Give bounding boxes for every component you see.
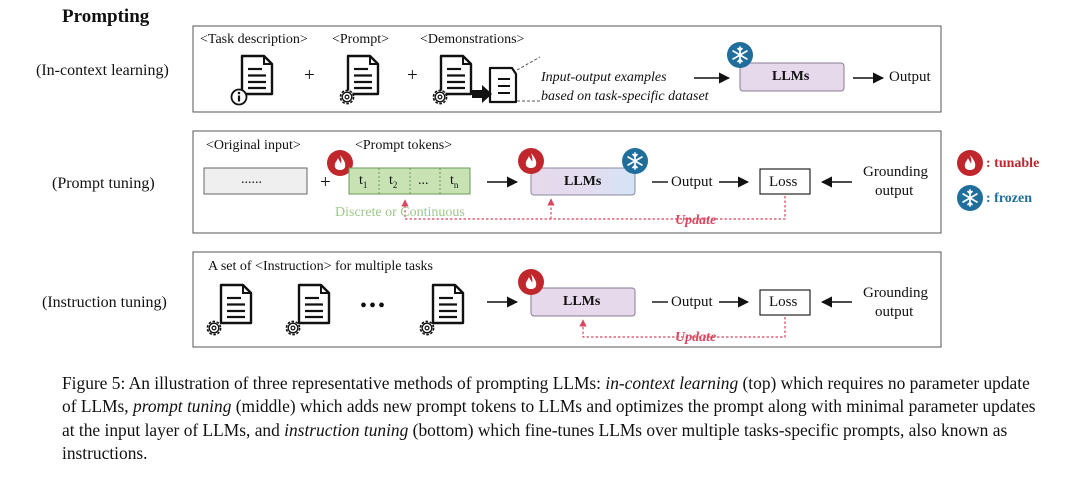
page-title: Prompting [62,6,150,27]
prompt-tokens-label: <Prompt tokens> [355,138,453,153]
task-description-doc-icon [240,54,274,96]
demonstration-doc-icon [439,54,473,96]
original-input-dots: ...... [241,172,262,187]
info-icon [230,88,248,106]
instruction-set-label: A set of <Instruction> for multiple task… [208,259,433,274]
prompt-doc-icon [346,54,380,96]
update-label-it: Update [675,330,717,345]
gear-icon [419,320,435,336]
loss-box-pt [759,168,811,195]
plus-sign: + [407,65,418,86]
demonstrations-label: <Demonstrations> [420,32,525,47]
icl-label: (In-context learning) [36,62,169,79]
it-panel [192,251,942,348]
gear-icon [432,89,448,105]
loss-label-it: Loss [769,294,798,310]
icl-panel [192,25,942,113]
legend-frozen-label: : frozen [986,191,1032,206]
original-input-box [203,167,308,195]
legend-fire-icon [957,150,983,176]
grounding-label-pt-line1: Grounding [863,164,928,180]
output-label-it: Output [671,294,713,310]
llm-label-pt: LLMs [564,174,602,189]
task-description-label: <Task description> [200,32,308,47]
llm-box-icl [739,62,845,92]
loss-box-it [759,289,811,316]
demonstration-output-doc-icon [488,66,518,104]
update-path-pt [401,196,786,220]
llm-label-it: LLMs [563,294,601,309]
token-ellipsis: ... [418,173,429,188]
token-1: t1 [359,173,368,190]
examples-text-line2: based on task-specific dataset [541,89,709,104]
grounding-label-pt-line2: output [875,183,914,199]
output-label-icl: Output [889,69,931,85]
ellipsis-dots: ••• [360,295,388,317]
instruction-doc-icon [431,283,465,325]
llm-label-icl: LLMs [772,69,810,84]
update-label-pt: Update [675,213,717,228]
instruction-doc-icon [219,283,253,325]
grounding-label-it-line1: Grounding [863,285,928,301]
pt-panel [192,130,942,234]
gear-icon [339,89,355,105]
instruction-doc-icon [297,283,331,325]
legend-tunable-label: : tunable [986,156,1040,171]
snowflake-icon [726,41,754,69]
snowflake-icon [621,147,649,175]
fire-icon [518,148,544,174]
it-label: (Instruction tuning) [42,294,167,311]
callout-line [516,56,541,71]
llm-box-it [530,287,636,317]
gear-icon [285,320,301,336]
original-input-label: <Original input> [206,138,301,153]
prompt-label: <Prompt> [332,32,390,47]
gear-icon [206,320,222,336]
grounding-label-it-line2: output [875,304,914,320]
plus-sign: + [304,65,315,86]
output-label-pt: Output [671,174,713,190]
plus-sign: + [320,172,331,193]
discrete-or-continuous-label: Discrete or Continuous [335,205,465,220]
examples-text-line1: Input-output examples [541,70,667,85]
legend-snowflake-icon [956,184,984,212]
llm-box-pt [530,167,636,196]
right-arrow-icon [472,85,492,103]
pt-label: (Prompt tuning) [52,175,155,192]
token-n: tn [450,173,459,190]
fire-icon [518,269,544,295]
loss-label-pt: Loss [769,174,798,190]
token-2: t2 [389,173,398,190]
figure-caption: Figure 5: An illustration of three repre… [62,373,1036,464]
update-path-it [579,317,786,338]
